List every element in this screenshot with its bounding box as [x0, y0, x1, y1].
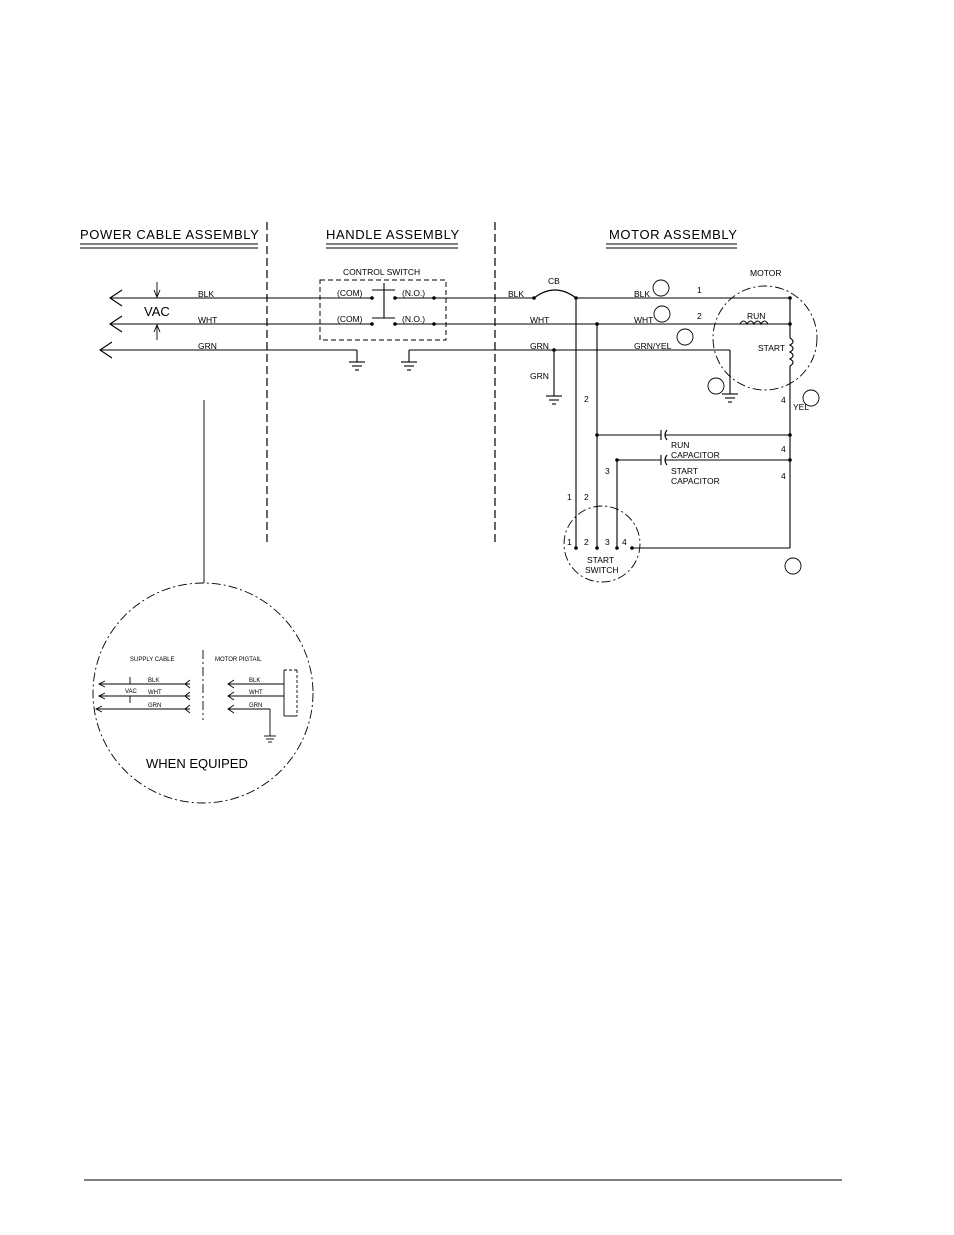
detail-caption: WHEN EQUIPED: [146, 756, 248, 771]
detail-wht-right: WHT: [249, 690, 263, 696]
start-switch-terminal-3: 3: [605, 537, 610, 547]
wire-3-label: 3: [605, 466, 610, 476]
start-switch-label-1: START: [587, 555, 614, 565]
start-switch-label-2: SWITCH: [585, 565, 619, 575]
section-headers: POWER CABLE ASSEMBLY HANDLE ASSEMBLY MOT…: [80, 227, 738, 249]
grn-yel-label: GRN/YEL: [634, 341, 672, 351]
motor-terminal-1: 1: [697, 285, 702, 295]
wire-label-wht: WHT: [198, 315, 217, 325]
run-capacitor-label-1: RUN: [671, 440, 689, 450]
start-capacitor-label-2: CAPACITOR: [671, 476, 720, 486]
start-switch: 1 2 3 4 START SWITCH: [563, 505, 641, 583]
blk-out-label: BLK: [634, 289, 650, 299]
wire-label-grn: GRN: [198, 341, 217, 351]
detail-blk-right: BLK: [249, 678, 260, 684]
control-switch-title: CONTROL SWITCH: [343, 267, 420, 277]
yel-label: YEL: [793, 402, 809, 412]
detail-motor-pigtail: MOTOR PIGTAIL: [215, 657, 262, 663]
wht-out-label: WHT: [634, 315, 653, 325]
run-capacitor-label-2: CAPACITOR: [671, 450, 720, 460]
detail-supply-cable: SUPPLY CABLE: [130, 657, 174, 663]
start-switch-terminal-4: 4: [622, 537, 627, 547]
wire-1-low-label: 1: [567, 492, 572, 502]
motor-title: MOTOR: [750, 268, 781, 278]
blk-in-label: BLK: [508, 289, 524, 299]
start-switch-terminal-1: 1: [567, 537, 572, 547]
switch-no-bottom: (N.O.): [402, 314, 425, 324]
start-capacitor-label-1: START: [671, 466, 698, 476]
detail-blk-left: BLK: [148, 678, 159, 684]
motor-terminal-4: 4: [781, 395, 786, 405]
wire-label-blk: BLK: [198, 289, 214, 299]
cb-label: CB: [548, 276, 560, 286]
detail-grn-right: GRN: [249, 703, 262, 709]
wire-4b-label: 4: [781, 471, 786, 481]
run-winding-label: RUN: [747, 311, 765, 321]
switch-com-bottom: (COM): [337, 314, 363, 324]
motor-assembly: CB BLK BLK WHT WHT GRN GRN/YEL GRN MOTOR…: [508, 268, 820, 575]
start-winding-label: START: [758, 343, 785, 353]
header-power-cable-assembly: POWER CABLE ASSEMBLY: [80, 227, 259, 242]
control-switch: CONTROL SWITCH (COM) (N.O.) (COM) (N.O.): [319, 267, 790, 371]
switch-no-top: (N.O.): [402, 288, 425, 298]
header-handle-assembly: HANDLE ASSEMBLY: [326, 227, 460, 242]
switch-com-top: (COM): [337, 288, 363, 298]
grn-in-label: GRN: [530, 341, 549, 351]
start-switch-terminal-2: 2: [584, 537, 589, 547]
grn-drop-label: GRN: [530, 371, 549, 381]
power-cable: VAC BLK WHT GRN: [99, 282, 372, 583]
wht-in-label: WHT: [530, 315, 549, 325]
header-motor-assembly: MOTOR ASSEMBLY: [609, 227, 738, 242]
wire-2-low-label: 2: [584, 492, 589, 502]
wire-2-label: 2: [584, 394, 589, 404]
motor-terminal-2: 2: [697, 311, 702, 321]
detail-wht-left: WHT: [148, 690, 162, 696]
detail-when-equiped: SUPPLY CABLE MOTOR PIGTAIL VAC BLK WHT G…: [92, 582, 314, 804]
detail-grn-left: GRN: [148, 703, 161, 709]
wire-4a-label: 4: [781, 444, 786, 454]
detail-vac: VAC: [125, 689, 138, 695]
vac-label: VAC: [144, 304, 170, 319]
